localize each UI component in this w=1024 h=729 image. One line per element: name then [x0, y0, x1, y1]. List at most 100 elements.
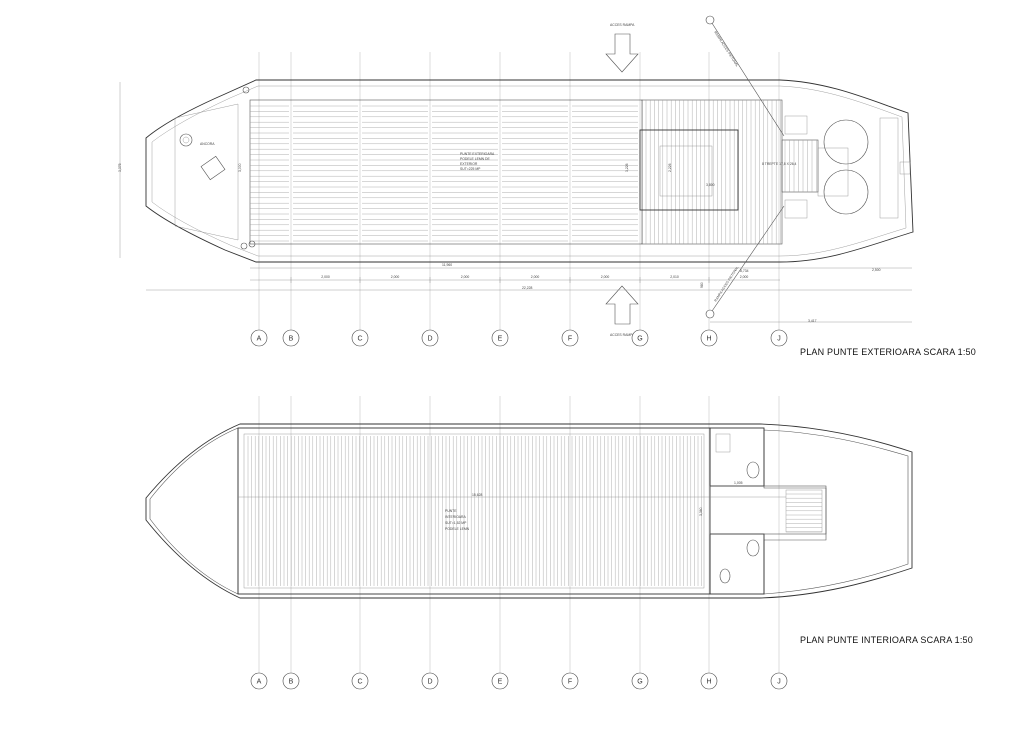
top-deck-area: [249, 99, 643, 245]
axis-bubble-circle: [351, 329, 369, 347]
top-ramp-line-lower: [709, 205, 785, 315]
top-bow-detail: [174, 103, 239, 241]
top-hull-outline: [145, 79, 914, 263]
bottom-stair: [785, 489, 823, 533]
top-ramp-line-upper: [709, 19, 785, 137]
dim-value: 2,000: [531, 275, 540, 279]
axis-label-top-j: J: [777, 336, 781, 343]
bollard-icon: [242, 86, 250, 94]
top-stair: [781, 139, 819, 193]
axis-label-bottom-a: A: [257, 679, 262, 686]
axis-label-top-e: E: [498, 336, 503, 343]
anchor-icon: [179, 133, 193, 147]
bottom-deck-area: [237, 427, 711, 595]
deck-note-line-4: SUT=225 MP: [460, 167, 481, 171]
access-label-bottom: ACCES RAMPA: [610, 333, 635, 337]
axis-bubble-circle: [250, 672, 268, 690]
dim-value: 2,000: [391, 275, 400, 279]
bottom-dim-height: 3,360: [699, 507, 703, 516]
bollard-icon: [240, 242, 248, 250]
dim-right-b: 2,500: [872, 268, 881, 272]
top-hatch: [639, 129, 739, 211]
top-stair-steps: [784, 140, 817, 192]
axis-bubble-circle: [561, 672, 579, 690]
bottom-note-line-1: PUNTE: [445, 509, 457, 513]
axis-label-top-d: D: [427, 336, 432, 343]
bottom-corridor: [709, 485, 827, 535]
dim-value: 2,000: [601, 275, 610, 279]
axis-bubble-circle: [282, 672, 300, 690]
top-plan-title: PLAN PUNTE EXTERIOARA SCARA 1:50: [800, 347, 976, 357]
bottom-hull-outline: [145, 423, 913, 599]
bottom-dim-wc: 1,005: [734, 481, 743, 485]
axis-label-top-g: G: [637, 336, 642, 343]
dim-right-c: 3,417: [808, 319, 817, 323]
top-stern-mark: [899, 161, 911, 175]
deck-note-line-2: PODELE LEMN DE: [460, 157, 491, 161]
top-deck-planks: [250, 105, 642, 242]
dim-value: 2,010: [670, 275, 679, 279]
axis-bubble-circle: [282, 329, 300, 347]
dim-value: 2,000: [461, 275, 470, 279]
dim-value: 2,000: [740, 275, 749, 279]
bottom-stair-steps: [786, 493, 822, 532]
axis-bubble-circle: [631, 329, 649, 347]
access-label-top: ACCES RAMPA: [610, 23, 635, 27]
top-hatch-inner: [659, 145, 713, 197]
axis-bubble-circle: [631, 672, 649, 690]
top-circle-lower: [823, 169, 869, 215]
axis-label-bottom-j: J: [777, 679, 781, 686]
dim-right-a: 8,734: [740, 269, 749, 273]
axis-bubble-circle: [421, 672, 439, 690]
ramp-note-bottom: RAMPA ACCES PIETONAL: [713, 265, 739, 302]
top-stair-rail-top: [784, 115, 808, 135]
deck-note-line-1: PUNTE EXTERIOARA: [460, 152, 495, 156]
axis-bubble-circle: [250, 329, 268, 347]
sink-icon: [715, 433, 731, 453]
axis-bubble-circle: [351, 672, 369, 690]
dim-deck-mid: 3,226: [625, 163, 629, 172]
toilet-icon: [719, 568, 731, 584]
bottom-dim-length: 15,628: [472, 493, 482, 497]
axis-label-top-h: H: [706, 336, 711, 343]
axis-label-top-f: F: [568, 336, 572, 343]
axis-label-top-c: C: [357, 336, 362, 343]
axis-bubble-circle: [770, 329, 788, 347]
top-deck-dividers: [289, 100, 642, 244]
axis-label-bottom-c: C: [357, 679, 362, 686]
axis-label-bottom-b: B: [289, 679, 294, 686]
bottom-note-line-2: INTERIOARA: [445, 515, 466, 519]
dim-hatch-width: 3,800: [706, 183, 715, 187]
axis-label-top-b: B: [289, 336, 294, 343]
deck-note-line-3: EXTERIOR: [460, 162, 478, 166]
grid-lines-bottom: [258, 396, 780, 673]
axis-label-bottom-e: E: [498, 679, 503, 686]
dim-hatch-height: 2,226: [668, 163, 672, 172]
anchor-winch: [200, 155, 226, 181]
bollard-icon: [248, 240, 256, 248]
axis-bubble-circle: [421, 329, 439, 347]
top-hull-inner: [151, 85, 907, 257]
axis-label-bottom-f: F: [568, 679, 572, 686]
bottom-bow-hatch: [149, 427, 239, 595]
dim-total-upper: 11,960: [442, 263, 452, 267]
dim-small: 980: [700, 282, 704, 288]
access-arrow-down-icon: [605, 33, 639, 73]
axis-label-top-a: A: [257, 336, 262, 343]
top-stern-panel: [879, 117, 899, 219]
axis-bubble-circle: [491, 672, 509, 690]
top-stair-rail-bottom: [784, 199, 808, 219]
top-circle-upper: [823, 119, 869, 165]
toilet-icon: [746, 539, 760, 557]
toilet-icon: [746, 461, 760, 479]
axis-bubble-circle: [561, 329, 579, 347]
bottom-plan-title: PLAN PUNTE INTERIOARA SCARA 1:50: [800, 635, 973, 645]
stair-note: 8 TREPTE 17,8 X 26,4: [762, 162, 797, 166]
top-fore-planks: [645, 100, 781, 244]
axis-bubble-circle: [491, 329, 509, 347]
bottom-deck-planks: [247, 436, 702, 586]
